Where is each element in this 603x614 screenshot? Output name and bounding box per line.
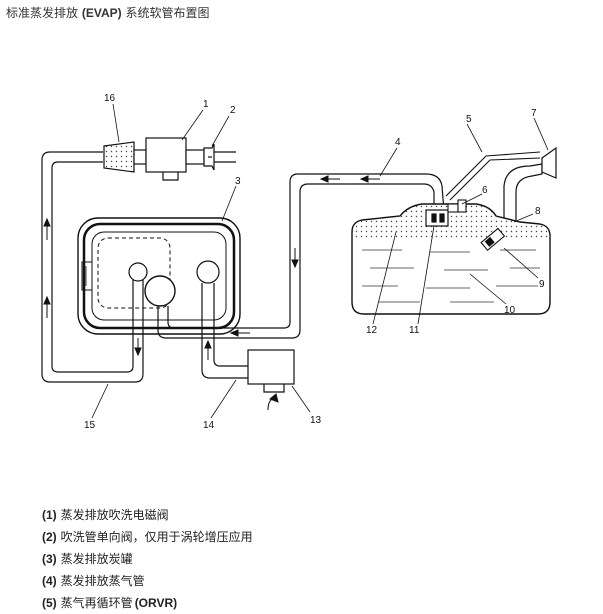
callout-12: 12 <box>366 325 378 336</box>
title-prefix: 标准蒸发排放 <box>6 6 79 20</box>
callout-5: 5 <box>466 114 472 125</box>
fuel-sender-9 <box>480 227 506 252</box>
callout-14: 14 <box>203 420 215 431</box>
legend-num: (1) <box>42 508 57 522</box>
callout-3: 3 <box>235 176 241 187</box>
vapor-hose-4 <box>157 173 445 339</box>
callout-8: 8 <box>535 206 541 217</box>
fresh-air-arrow <box>267 393 279 411</box>
legend-num: (2) <box>42 530 57 544</box>
legend-item-4: (4)蒸发排放蒸气管 <box>42 570 542 592</box>
legend-text: 吹洗管单向阀，仅用于涡轮增压应用 <box>60 530 253 544</box>
callout-16: 16 <box>104 93 116 104</box>
vent-valve-11 <box>425 209 449 227</box>
vapor-hose-4-flow-arrows <box>229 175 380 337</box>
legend-item-3: (3)蒸发排放炭罐 <box>42 548 542 570</box>
leader-lines <box>91 103 549 419</box>
callout-7: 7 <box>531 108 537 119</box>
legend: (1)蒸发排放吹洗电磁阀 (2)吹洗管单向阀，仅用于涡轮增压应用 (3)蒸发排放… <box>42 504 542 614</box>
legend-num: (5) <box>42 596 57 610</box>
hose-14 <box>201 283 248 379</box>
callout-6: 6 <box>482 185 488 196</box>
purge-solenoid-1 <box>133 137 205 181</box>
legend-item-1: (1)蒸发排放吹洗电磁阀 <box>42 504 542 526</box>
legend-text: 蒸气再循环管 <box>60 596 133 610</box>
legend-item-2: (2)吹洗管单向阀，仅用于涡轮增压应用 <box>42 526 542 548</box>
fresh-air-filter-13 <box>247 349 295 393</box>
pressure-sensor-6 <box>447 199 467 213</box>
hose-14-flow-arrow <box>204 339 212 360</box>
title-suffix: 系统软管布置图 <box>125 6 210 20</box>
hose-15-flow-arrows <box>43 217 142 357</box>
legend-text: 蒸发排放蒸气管 <box>60 574 145 588</box>
callout-15: 15 <box>84 420 96 431</box>
callout-1: 1 <box>203 99 209 110</box>
fuel-tank-10 <box>351 203 551 315</box>
page-title: 标准蒸发排放 (EVAP) 系统软管布置图 <box>6 4 209 21</box>
callout-10: 10 <box>504 305 516 316</box>
hose-15 <box>41 151 144 383</box>
callout-4: 4 <box>395 137 401 148</box>
legend-suffix: (ORVR) <box>134 596 178 610</box>
legend-item-5: (5)蒸气再循环管(ORVR) <box>42 592 542 614</box>
check-valve-2 <box>203 143 236 171</box>
evap-hose-diagram: 16 1 2 3 4 5 7 6 8 9 10 12 11 13 14 15 <box>41 93 557 431</box>
callout-11: 11 <box>409 325 420 336</box>
callout-13: 13 <box>310 415 322 426</box>
filter-16 <box>103 141 135 173</box>
orvr-hose-5 <box>445 151 541 201</box>
legend-text: 蒸发排放吹洗电磁阀 <box>60 508 169 522</box>
legend-num: (4) <box>42 574 57 588</box>
callout-2: 2 <box>230 105 236 116</box>
legend-text: 蒸发排放炭罐 <box>60 552 133 566</box>
canister-3 <box>77 217 241 335</box>
callout-9: 9 <box>539 279 545 290</box>
legend-num: (3) <box>42 552 57 566</box>
filler-pipe-7 <box>503 146 557 226</box>
callout-numbers: 16 1 2 3 4 5 7 6 8 9 10 12 11 13 14 15 <box>84 93 545 431</box>
title-bold: (EVAP) <box>81 6 122 20</box>
